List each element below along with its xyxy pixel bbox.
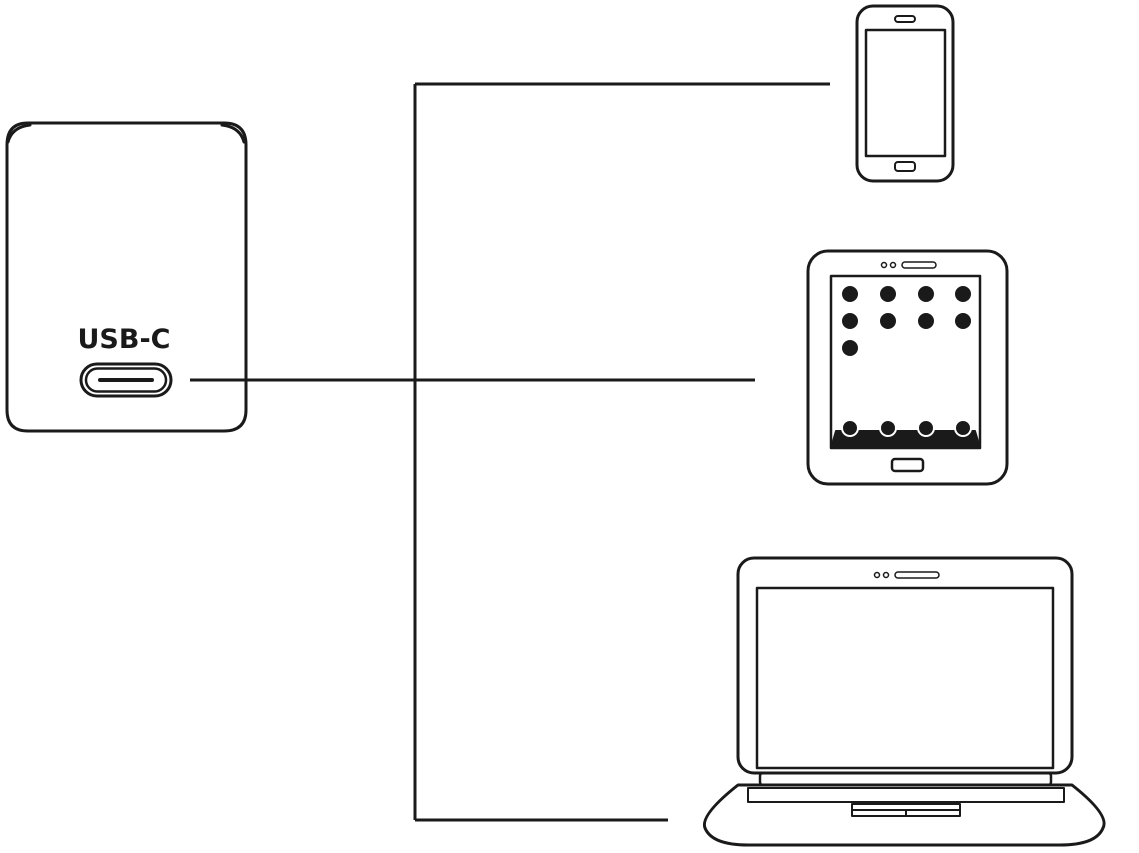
smartphone-icon: [855, 4, 955, 183]
connection-cables: [190, 82, 830, 822]
usb-c-port-label: USB-C: [78, 324, 171, 355]
laptop-icon: [702, 556, 1106, 847]
tablet-dock: [830, 419, 981, 449]
tablet-app-icons: [842, 286, 971, 356]
tablet-icon: [806, 249, 1009, 486]
charger-icon: USB-C: [5, 121, 248, 433]
usb-c-port-icon: [79, 362, 173, 398]
